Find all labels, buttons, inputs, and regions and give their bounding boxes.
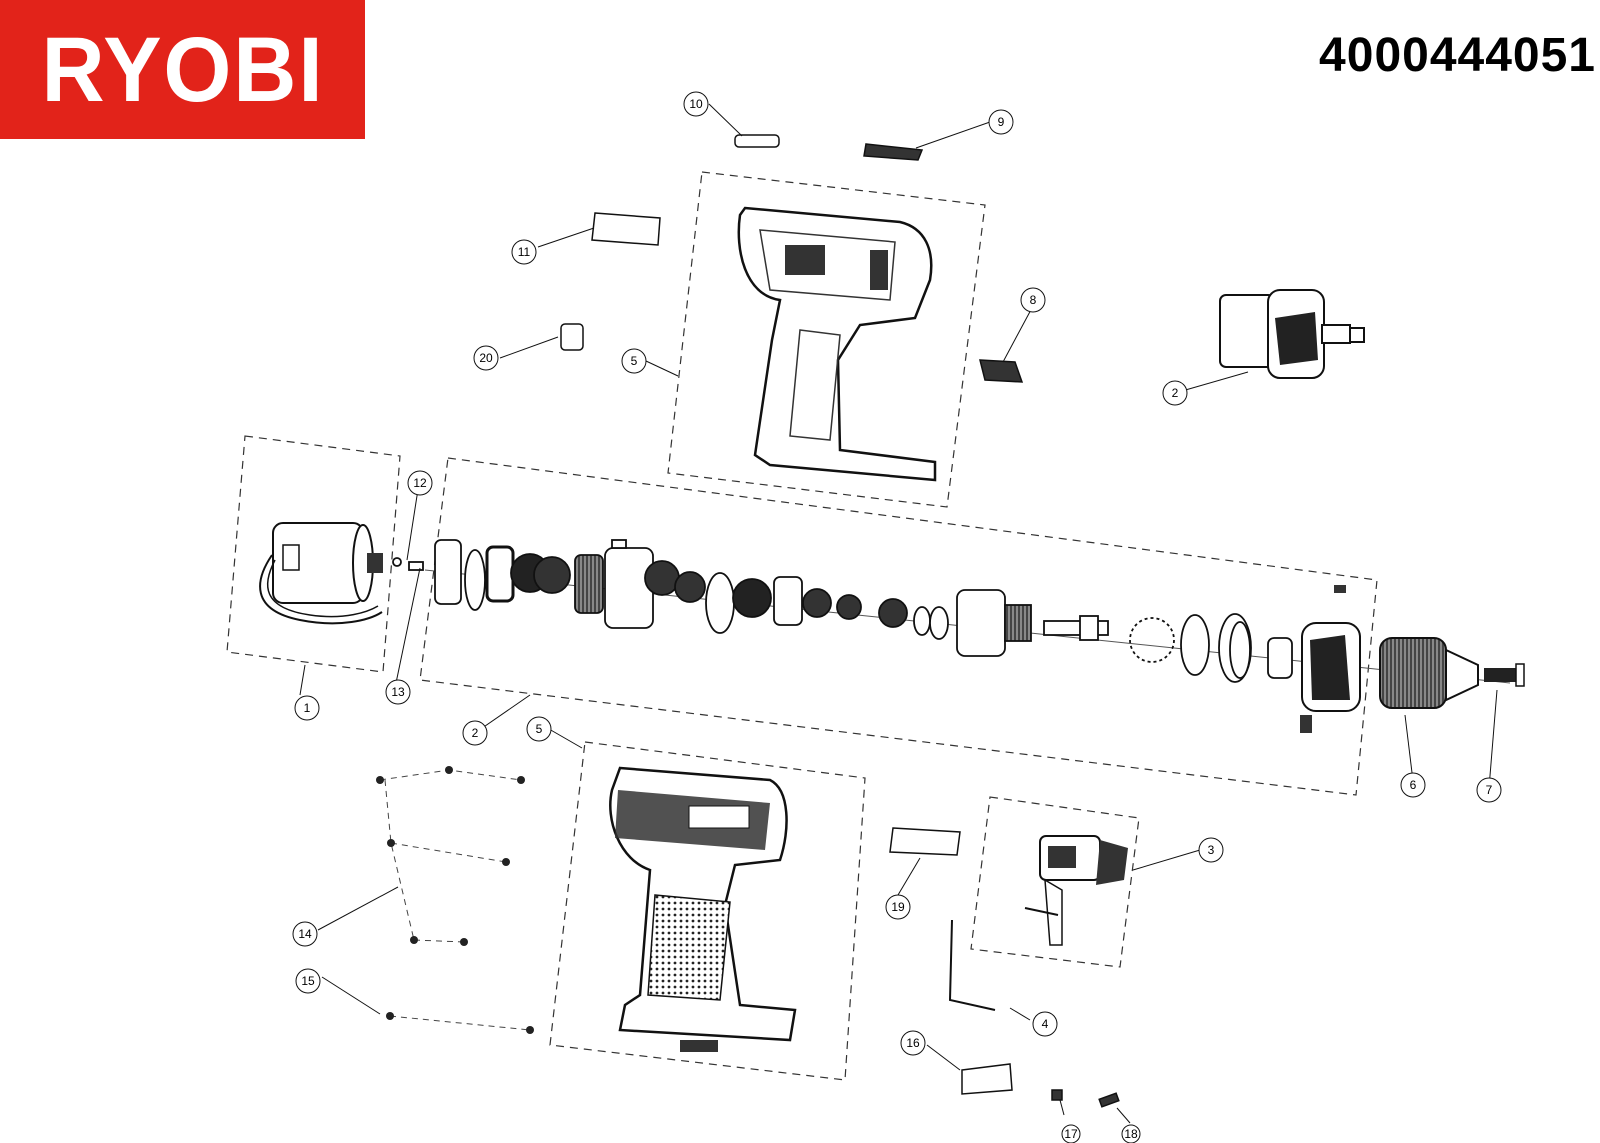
svg-text:16: 16	[906, 1036, 920, 1050]
leader-lines	[299, 103, 1498, 1124]
callout-13: 13	[385, 679, 411, 705]
callout-12: 12	[407, 470, 433, 496]
svg-text:18: 18	[1124, 1127, 1138, 1141]
fastener-group-lines	[379, 769, 531, 1031]
svg-text:5: 5	[631, 354, 638, 368]
logo-text: RYOBI	[40, 18, 325, 121]
motor	[259, 522, 383, 625]
callout-9: 9	[988, 109, 1014, 135]
trigger-switch	[1024, 835, 1128, 946]
svg-text:19: 19	[891, 900, 905, 914]
svg-text:1: 1	[304, 701, 311, 715]
gearbox-parts	[392, 539, 1293, 683]
screws	[376, 766, 534, 1034]
svg-text:14: 14	[298, 927, 312, 941]
svg-text:2: 2	[472, 726, 479, 740]
svg-text:7: 7	[1486, 783, 1493, 797]
callout-8: 8	[1020, 287, 1046, 313]
svg-text:3: 3	[1208, 843, 1215, 857]
callout-19: 19	[885, 894, 911, 920]
chuck	[1379, 637, 1525, 709]
callout-4: 4	[1032, 1011, 1058, 1037]
svg-text:13: 13	[391, 685, 405, 699]
housing-left-half	[737, 206, 937, 482]
svg-text:5: 5	[536, 722, 543, 736]
callout-15: 15	[295, 968, 321, 994]
gearbox-assembly-preview	[1219, 289, 1365, 379]
svg-text:17: 17	[1064, 1127, 1078, 1141]
svg-text:10: 10	[689, 97, 703, 111]
svg-text:15: 15	[301, 974, 315, 988]
callout-3: 3	[1198, 837, 1224, 863]
svg-text:4: 4	[1042, 1017, 1049, 1031]
callout-7: 7	[1476, 777, 1502, 803]
callouts: 1 2 2 3 4 5 5 6 7 8 9 10 11 12 13 14 15 …	[292, 91, 1502, 1143]
callout-1: 1	[294, 695, 320, 721]
callout-18: 18	[1121, 1124, 1141, 1143]
callout-10: 10	[683, 91, 709, 117]
callout-16: 16	[900, 1030, 926, 1056]
svg-text:11: 11	[518, 245, 531, 259]
callout-5: 5	[526, 716, 552, 742]
svg-text:12: 12	[413, 476, 427, 490]
callout-11: 11	[511, 239, 537, 265]
callout-6: 6	[1400, 772, 1426, 798]
housing-right-half	[609, 766, 797, 1052]
svg-text:6: 6	[1410, 778, 1417, 792]
svg-text:2: 2	[1172, 386, 1179, 400]
svg-text:8: 8	[1030, 293, 1037, 307]
callout-14: 14	[292, 921, 318, 947]
callout-2: 2	[1162, 380, 1188, 406]
callout-17: 17	[1061, 1124, 1081, 1143]
small-parts	[560, 134, 1120, 1108]
callout-20: 20	[473, 345, 499, 371]
callout-5: 5	[621, 348, 647, 374]
ryobi-logo: RYOBI	[0, 0, 365, 139]
svg-text:9: 9	[998, 115, 1005, 129]
svg-text:20: 20	[479, 351, 493, 365]
callout-2: 2	[462, 720, 488, 746]
dashed-group-outlines	[226, 171, 1378, 1081]
part-number: 4000444051	[1319, 29, 1596, 82]
gearbox-front-housing	[1300, 585, 1361, 733]
